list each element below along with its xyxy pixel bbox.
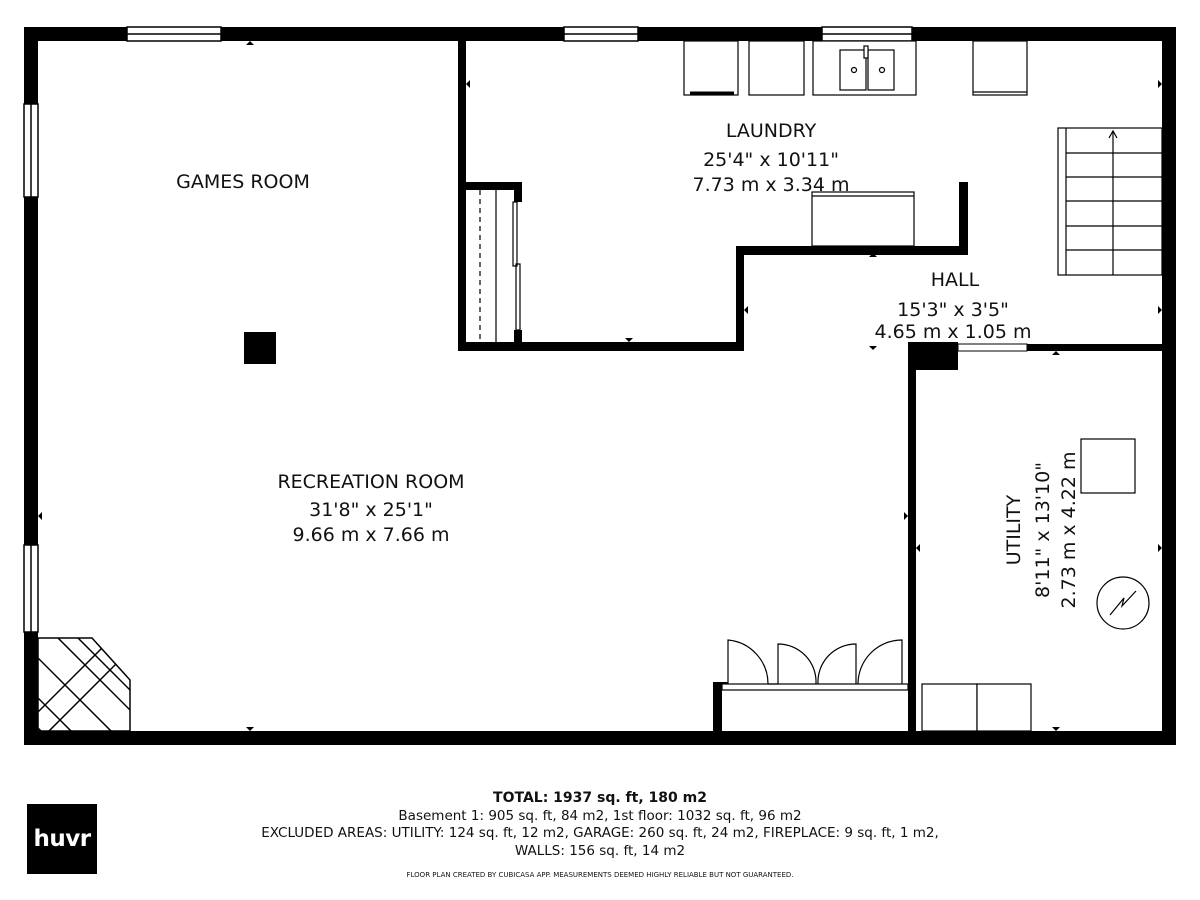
utility-fixtures [921, 438, 1150, 732]
hall-label: HALL [931, 269, 980, 291]
hall-metric: 4.65 m x 1.05 m [874, 321, 1031, 343]
stairs [1057, 127, 1163, 276]
utility-label: UTILITY [1003, 494, 1025, 565]
utility-metric: 2.73 m x 4.22 m [1058, 451, 1080, 608]
laundry-fixtures [683, 40, 1028, 247]
utility-imperial: 8'11" x 13'10" [1032, 462, 1054, 598]
hall-imperial: 15'3" x 3'5" [897, 299, 1009, 321]
laundry-metric: 7.73 m x 3.34 m [692, 174, 849, 196]
outer-wall [24, 27, 1176, 745]
windows [23, 26, 913, 633]
huvr-logo: huvr [27, 804, 97, 874]
excluded-areas: EXCLUDED AREAS: UTILITY: 124 sq. ft, 12 … [261, 825, 939, 841]
measure-markers [38, 41, 1162, 731]
total-area: TOTAL: 1937 sq. ft, 180 m2 [493, 790, 707, 806]
recreation-imperial: 31'8" x 25'1" [309, 499, 433, 521]
floor-areas: Basement 1: 905 sq. ft, 84 m2, 1st floor… [398, 808, 802, 824]
column [244, 332, 276, 364]
fireplace [37, 637, 131, 732]
utility-door [957, 343, 1028, 352]
laundry-label: LAUNDRY [726, 120, 817, 142]
disclaimer: FLOOR PLAN CREATED BY CUBICASA APP. MEAS… [406, 871, 794, 879]
games-room-label: GAMES ROOM [176, 171, 310, 193]
recreation-room-label: RECREATION ROOM [277, 471, 464, 493]
interior-walls [244, 41, 1167, 738]
recreation-metric: 9.66 m x 7.66 m [292, 524, 449, 546]
laundry-imperial: 25'4" x 10'11" [703, 149, 839, 171]
closet-door [479, 190, 521, 342]
closet-swing-doors [721, 639, 909, 691]
walls-area: WALLS: 156 sq. ft, 14 m2 [514, 843, 686, 859]
